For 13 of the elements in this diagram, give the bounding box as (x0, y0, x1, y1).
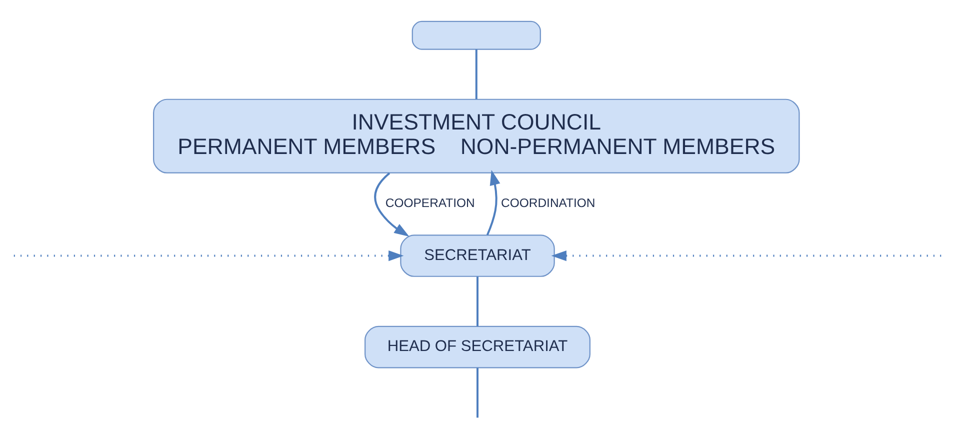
connector (476, 276, 478, 326)
arrow (486, 170, 500, 236)
edge-label: COOPERATION (385, 196, 475, 210)
edge-label: COORDINATION (501, 196, 596, 210)
arrow (551, 250, 942, 262)
arrow (374, 172, 410, 237)
arrow (14, 250, 404, 262)
connector (475, 49, 478, 100)
node-box (412, 20, 541, 50)
node-box: HEAD OF SECRETARIAT (364, 326, 590, 368)
node-box: INVESTMENT COUNCIL PERMANENT MEMBERS NON-PERMANENT MEMBERS (153, 98, 800, 174)
connector (476, 368, 478, 418)
node-box: SECRETARIAT (400, 234, 555, 277)
